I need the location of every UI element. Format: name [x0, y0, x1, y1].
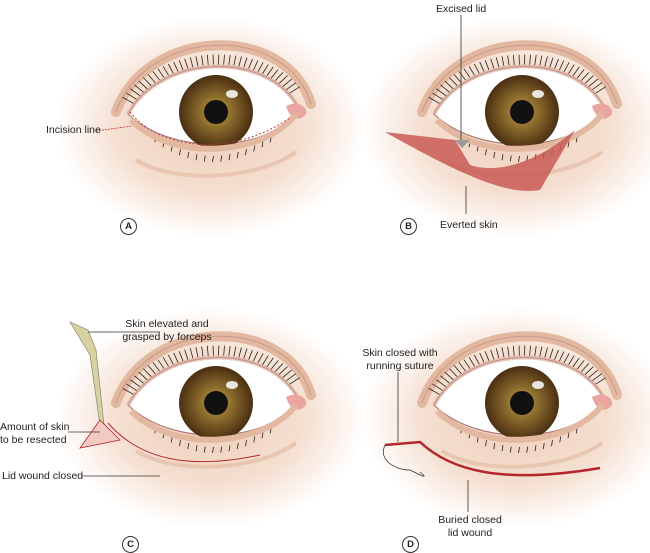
label-excised-lid: Excised lid — [436, 3, 487, 15]
label-line: Amount of skin — [0, 421, 70, 433]
panel-label-a: A — [120, 218, 137, 235]
panel-label-c: C — [122, 536, 139, 553]
leader-line — [95, 125, 133, 132]
label-incision-line: Incision line — [46, 124, 101, 136]
lid-wound — [107, 422, 261, 463]
label-lid-wound-closed: Lid wound closed — [2, 470, 84, 482]
everted-skin-flap — [385, 130, 575, 191]
panel-label-b: B — [400, 218, 417, 235]
label-line: lid wound — [447, 527, 493, 539]
eye-a — [56, 17, 366, 237]
label-everted-skin: Everted skin — [440, 219, 498, 231]
label-line: running suture — [366, 360, 434, 372]
label-line: Skin elevated and — [125, 318, 209, 330]
eye-b — [362, 17, 650, 237]
label-line: Skin closed with — [362, 347, 438, 359]
label-line: grasped by forceps — [122, 331, 212, 343]
excised-lid-notch — [455, 140, 470, 148]
eye-d — [362, 308, 650, 528]
label-line: Buried closed — [438, 514, 502, 526]
running-suture — [384, 440, 601, 477]
panel-label-d: D — [402, 536, 419, 553]
suture-thread — [383, 444, 425, 477]
skin-to-resect — [79, 419, 121, 449]
label-line: to be resected — [0, 434, 67, 446]
incision-line — [129, 111, 291, 145]
